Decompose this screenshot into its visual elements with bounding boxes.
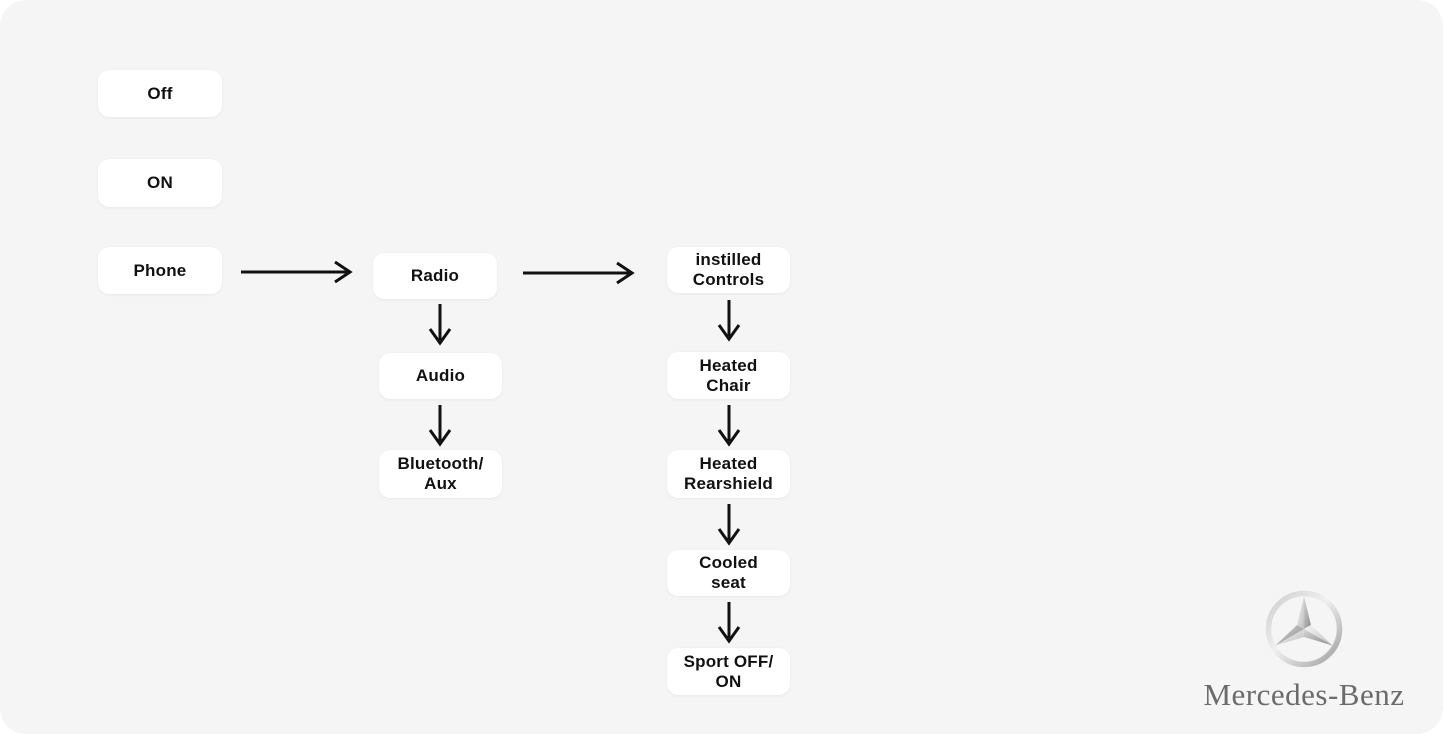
arrow-down-icon [428, 405, 452, 447]
arrow-down-icon [717, 504, 741, 546]
mercedes-benz-logo: Mercedes-Benz [1193, 583, 1415, 712]
arrow-right-icon [523, 261, 635, 285]
node-audio: Audio [379, 353, 502, 399]
mercedes-three-pointed-star-icon [1265, 590, 1343, 668]
node-bluetooth-aux: Bluetooth/ Aux [379, 450, 502, 498]
node-radio: Radio [373, 253, 497, 299]
mercedes-benz-wordmark: Mercedes-Benz [1203, 677, 1405, 712]
node-phone: Phone [98, 247, 222, 294]
node-cooled-seat: Cooled seat [667, 550, 790, 596]
arrow-down-icon [717, 405, 741, 447]
node-on: ON [98, 159, 222, 207]
arrow-down-icon [717, 602, 741, 644]
node-off: Off [98, 70, 222, 117]
arrow-right-icon [241, 260, 353, 284]
node-heated-rearshield: Heated Rearshield [667, 450, 790, 498]
node-sport-off-on: Sport OFF/ ON [667, 648, 790, 695]
arrow-down-icon [428, 304, 452, 346]
arrow-down-icon [717, 300, 741, 342]
node-instilled-controls: instilled Controls [667, 247, 790, 293]
node-heated-chair: Heated Chair [667, 352, 790, 399]
